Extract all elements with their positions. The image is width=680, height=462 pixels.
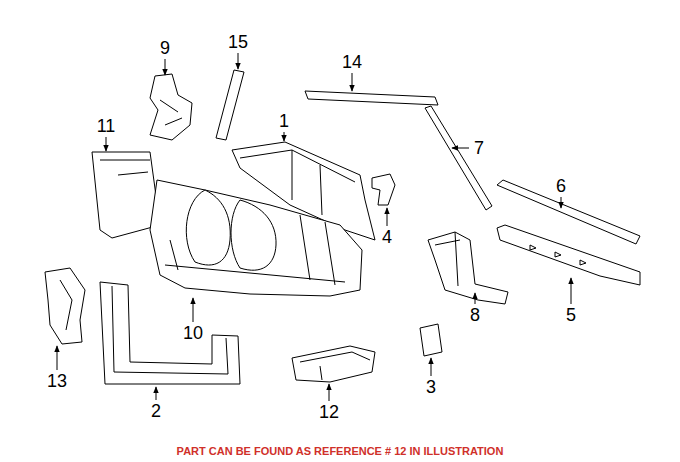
leader-lines xyxy=(57,53,571,401)
callout-number: 11 xyxy=(97,117,116,135)
callout-number: 14 xyxy=(342,53,362,71)
callout-number: 6 xyxy=(556,177,566,195)
part-drawings xyxy=(45,70,640,384)
callout-number: 1 xyxy=(279,112,289,130)
callout-number: 8 xyxy=(470,306,480,324)
callout-number: 12 xyxy=(319,403,339,421)
callout-number: 5 xyxy=(566,306,576,324)
callout-number: 9 xyxy=(160,39,170,57)
callout-number: 2 xyxy=(151,402,161,420)
callout-number: 4 xyxy=(382,228,392,246)
callout-number: 15 xyxy=(228,33,248,51)
callout-number: 13 xyxy=(47,372,67,390)
caption-note: PART CAN BE FOUND AS REFERENCE # 12 IN I… xyxy=(0,445,680,458)
callout-number: 10 xyxy=(183,324,203,342)
callout-number: 7 xyxy=(474,139,484,157)
callout-number: 3 xyxy=(426,378,436,396)
